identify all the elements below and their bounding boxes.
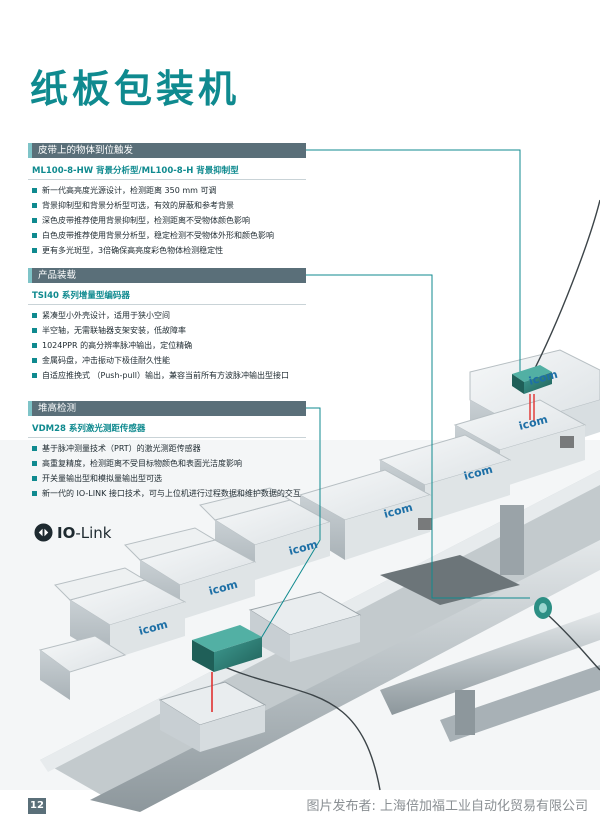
section-stack-height: 堆高检测 VDM28 系列激光测距传感器 基于脉冲测量技术（PRT）的激光测距传… (28, 401, 306, 501)
list-item: 1024PPR 的高分辨率脉冲输出，定位精确 (28, 338, 306, 353)
section-header: 堆高检测 (28, 401, 306, 416)
bullet-icon (32, 476, 37, 481)
section-product-line: TSI40 系列增量型编码器 (28, 287, 306, 305)
section-header: 皮带上的物体到位触发 (28, 143, 306, 158)
list-item: 金属码盘，冲击振动下极佳耐久性能 (28, 353, 306, 368)
list-item: 更有多光斑型，3倍确保高亮度彩色物体检测稳定性 (28, 243, 306, 258)
page-number: 12 (28, 798, 46, 814)
bullet-icon (32, 233, 37, 238)
list-item: 新一代高亮度光源设计，检测距离 350 mm 可调 (28, 183, 306, 198)
bullet-icon (32, 313, 37, 318)
io-link-icon (34, 523, 53, 542)
feature-list: 紧凑型小外壳设计，适用于狭小空间 半空轴，无需联轴器支架安装，低故障率 1024… (28, 308, 306, 383)
bullet-icon (32, 188, 37, 193)
bullet-icon (32, 358, 37, 363)
publisher-watermark: 图片发布者: 上海倍加福工业自动化贸易有限公司 (306, 799, 588, 814)
bullet-icon (32, 218, 37, 223)
tray-stack (158, 555, 520, 752)
section-conveyor-trigger: 皮带上的物体到位触发 ML100-8-HW 背景分析型/ML100-8-H 背景… (28, 143, 306, 258)
bullet-icon (32, 373, 37, 378)
bullet-icon (32, 446, 37, 451)
list-item: 白色皮带推荐使用背景分析型，稳定检测不受物体外形和颜色影响 (28, 228, 306, 243)
io-link-text: -Link (75, 523, 112, 542)
io-link-logo: IO-Link (34, 523, 111, 542)
list-item: 自适应推挽式 （Push-pull）输出，兼容当前所有方波脉冲输出型接口 (28, 368, 306, 383)
bullet-icon (32, 491, 37, 496)
list-item: 高重复精度，检测距离不受目标物颜色和表面光洁度影响 (28, 456, 306, 471)
feature-list: 基于脉冲测量技术（PRT）的激光测距传感器 高重复精度，检测距离不受目标物颜色和… (28, 441, 306, 501)
bullet-icon (32, 343, 37, 348)
bullet-icon (32, 203, 37, 208)
bullet-icon (32, 248, 37, 253)
laser-distance-sensor (192, 625, 262, 712)
list-item: 开关量输出型和模拟量输出型可选 (28, 471, 306, 486)
section-product-line: ML100-8-HW 背景分析型/ML100-8-H 背景抑制型 (28, 162, 306, 180)
encoder (534, 597, 552, 619)
list-item: 基于脉冲测量技术（PRT）的激光测距传感器 (28, 441, 306, 456)
list-item: 半空轴，无需联轴器支架安装，低故障率 (28, 323, 306, 338)
bullet-icon (32, 461, 37, 466)
list-item: 深色皮带推荐使用背景抑制型，检测距离不受物体颜色影响 (28, 213, 306, 228)
list-item: 背景抑制型和背景分析型可选，有效的屏蔽和参考背景 (28, 198, 306, 213)
section-product-loading: 产品装载 TSI40 系列增量型编码器 紧凑型小外壳设计，适用于狭小空间 半空轴… (28, 268, 306, 383)
section-product-line: VDM28 系列激光测距传感器 (28, 420, 306, 438)
photoelectric-sensor (512, 365, 552, 422)
io-link-bold: IO (57, 523, 76, 542)
page-title: 纸板包装机 (30, 67, 241, 111)
feature-list: 新一代高亮度光源设计，检测距离 350 mm 可调 背景抑制型和背景分析型可选，… (28, 183, 306, 258)
leader-lines (259, 149, 530, 641)
list-item: 新一代的 IO-LINK 接口技术，可与上位机进行过程数据和维护数据的交互 (28, 486, 306, 501)
list-item: 紧凑型小外壳设计，适用于狭小空间 (28, 308, 306, 323)
bullet-icon (32, 328, 37, 333)
section-header: 产品装载 (28, 268, 306, 283)
